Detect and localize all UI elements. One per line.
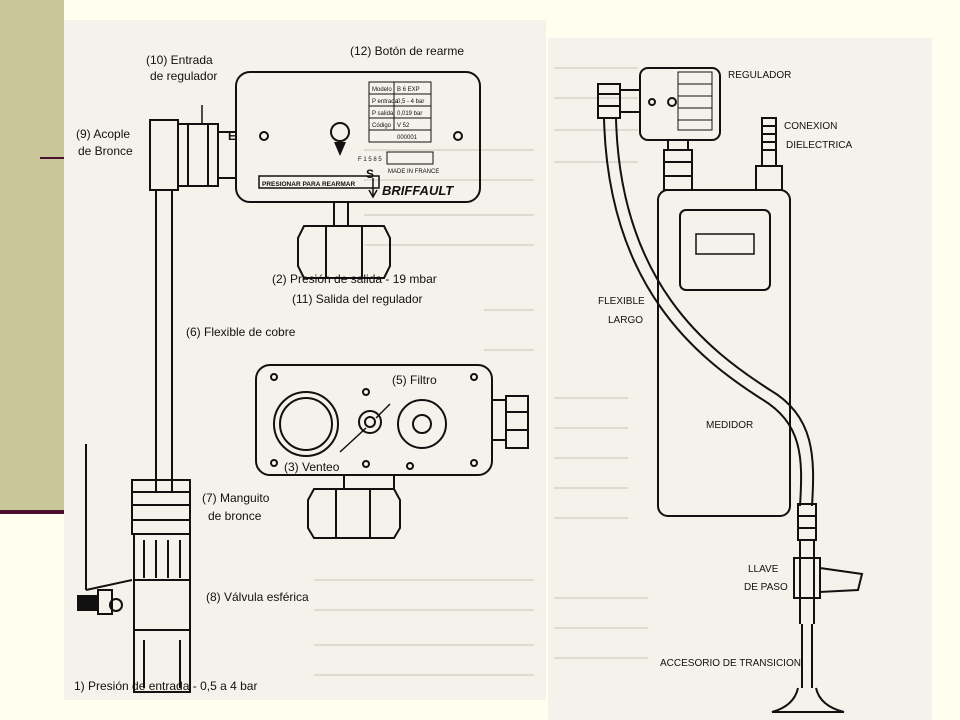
serial-box (386, 151, 434, 165)
label-bronze-sleeve-1: (7) Manguito (202, 491, 270, 505)
label-meter: MEDIDOR (706, 420, 753, 431)
ball-valve-body (133, 580, 191, 631)
label-copper-flexible: (6) Flexible de cobre (186, 325, 296, 339)
brand-logo: BRIFFAULT (382, 183, 454, 198)
nameplate-key-0: Modelo (372, 87, 392, 93)
regulator-inlet-port (259, 131, 269, 141)
label-inlet-pressure: 1) Presión de entrada - 0,5 a 4 bar (74, 679, 257, 693)
label-ball-valve: (8) Válvula esférica (206, 590, 309, 604)
label-regulator: REGULADOR (728, 70, 791, 81)
slide-sidebar (0, 0, 64, 510)
nameplate-value-2: 0,019 bar (397, 111, 422, 117)
label-flexible-1: FLEXIBLE (598, 296, 645, 307)
label-reset-button: (12) Botón de rearme (350, 44, 464, 58)
slide-accent-rule (40, 157, 64, 159)
transition-fitting (771, 687, 845, 713)
filter-side-fitting (505, 395, 529, 449)
label-filter: (5) Filtro (392, 373, 437, 387)
bronze-coupling (149, 119, 179, 191)
shutoff-valve-handle (819, 566, 864, 594)
nameplate-value-1: 0,5 - 4 bar (397, 99, 424, 105)
reset-instruction: PRESIONAR PARA REARMAR (262, 181, 355, 188)
label-outlet-pressure: (2) Presión de salida - 19 mbar (272, 272, 437, 286)
serial-number: F 1 5 8 5 (358, 157, 382, 163)
label-bronze-coupling-1: (9) Acople (76, 127, 130, 141)
label-valve-2: DE PASO (744, 582, 788, 593)
nameplate-value-0: B 6 EXP (397, 87, 420, 93)
slide-bottom-rule (0, 510, 64, 514)
meter-installation-panel: REGULADOR CONEXION DIELECTRICA FLEXIBLE … (548, 38, 932, 720)
regulator-inlet-fitting (177, 123, 219, 187)
meter-installation-diagram: REGULADOR CONEXION DIELECTRICA FLEXIBLE … (554, 67, 864, 713)
reset-arrow-icon (334, 142, 346, 156)
regulator-meter-nut (663, 149, 693, 191)
regulator-diagram: E S PRESIONAR PARA REARMAR BRIFFAULT Mod… (74, 44, 534, 693)
label-transition: ACCESORIO DE TRANSICION (660, 658, 801, 669)
regulator-outlet-stem (333, 201, 349, 227)
made-in-label: MADE IN FRANCE (388, 169, 439, 175)
shutoff-valve-body (793, 557, 821, 599)
s-marker: S (366, 167, 374, 181)
label-bronze-sleeve-2: de bronce (208, 509, 262, 523)
meter-counter (695, 233, 755, 255)
filter-port-left (273, 391, 339, 457)
reset-button (330, 122, 350, 142)
nameplate (368, 81, 432, 143)
filter-element (358, 410, 382, 434)
label-dielectric-2: DIELECTRICA (786, 140, 852, 151)
faint-background-text (314, 149, 534, 676)
label-regulator-inlet-1: (10) Entrada (146, 53, 213, 67)
label-regulator-outlet: (11) Salida del regulador (292, 292, 423, 306)
regulator-outlet-nut (297, 225, 391, 279)
label-regulator-inlet-2: de regulador (150, 69, 217, 83)
bronze-sleeve (131, 479, 191, 535)
label-valve-1: LLAVE (748, 564, 779, 575)
label-dielectric-1: CONEXION (784, 121, 837, 132)
label-flexible-2: LARGO (608, 315, 643, 326)
e-marker: E (228, 129, 236, 143)
flexible-hose (603, 117, 803, 507)
meter-dial-window (679, 209, 771, 291)
filter-outlet-nut (307, 488, 401, 539)
nameplate-value-3: V 52 (397, 123, 410, 129)
gas-meter (657, 189, 791, 517)
reset-instruction-box (258, 175, 380, 189)
regulator-screw (453, 131, 463, 141)
nameplate-value-4: 000001 (397, 135, 418, 141)
faint-background-text (554, 67, 648, 659)
label-vent: (3) Venteo (284, 460, 340, 474)
nameplate-key-1: P entrada (372, 99, 399, 105)
regulator-side-fitting (597, 83, 621, 119)
vent-port (397, 399, 447, 449)
nameplate-key-2: P salida (372, 111, 394, 117)
nameplate-key-3: Código (372, 123, 392, 129)
regulator-diagram-panel: E S PRESIONAR PARA REARMAR BRIFFAULT Mod… (64, 20, 546, 700)
label-bronze-coupling-2: de Bronce (78, 144, 133, 158)
